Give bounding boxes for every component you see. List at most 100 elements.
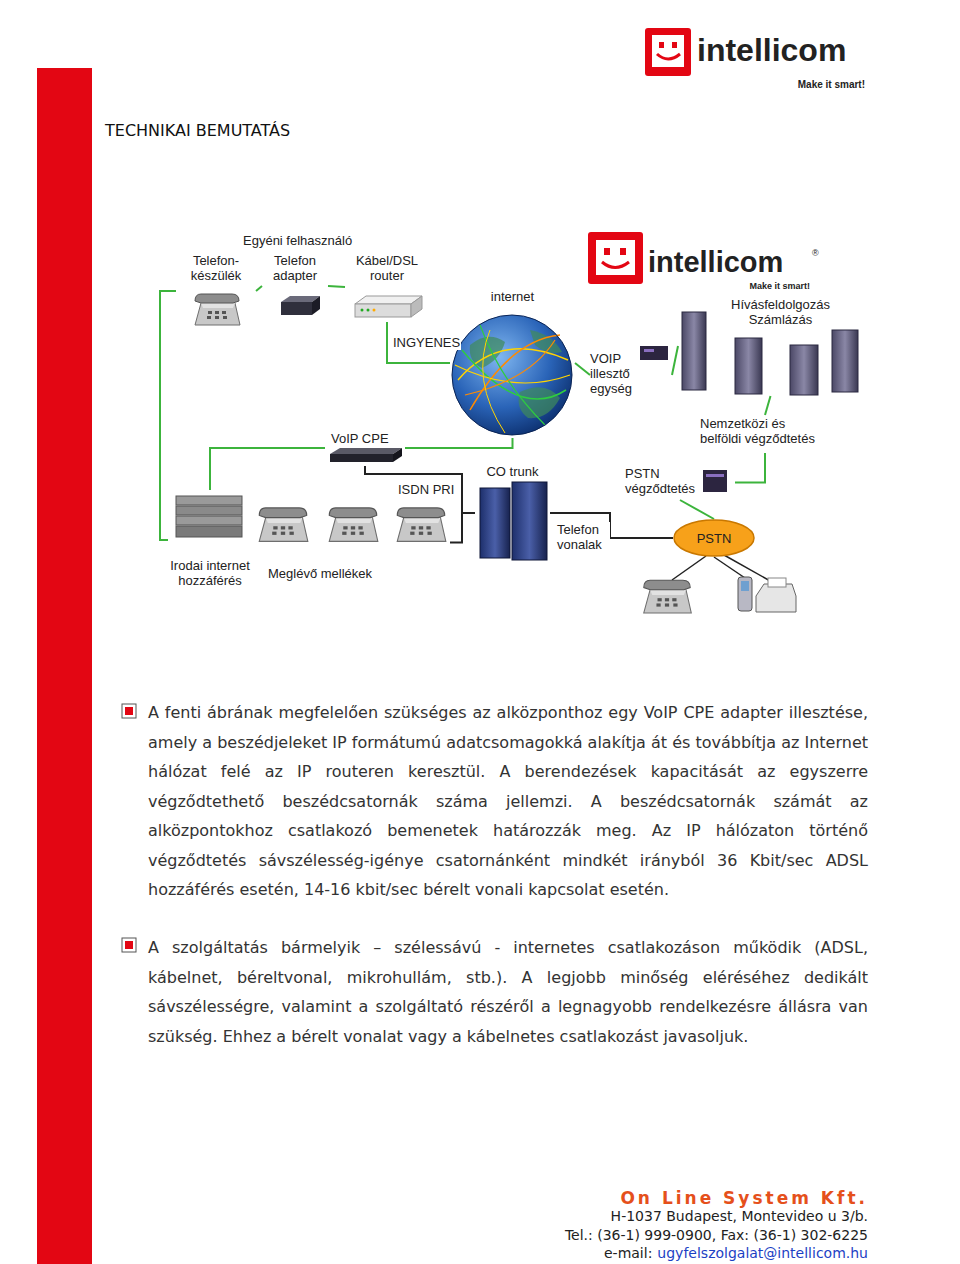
desk-phone-icon: [644, 580, 692, 613]
terminal-node: Nemzetközi és belföldi végződtetés: [700, 415, 830, 453]
connector-line: [256, 286, 262, 291]
internet-globe: [480, 325, 545, 425]
contact-line: Tel.: (36-1) 999-0900, Fax: (36-1) 302-6…: [565, 1227, 868, 1243]
node-label: Hívásfeldolgozás Számlázás: [698, 297, 863, 327]
internet-node: internet: [450, 288, 575, 438]
node-label: VOIP illesztő egység: [590, 351, 640, 396]
mobile-phone-icon: [738, 577, 752, 611]
device-node: Telefon adapter: [262, 252, 328, 320]
internet-globe: [452, 315, 572, 435]
router-icon: [355, 296, 422, 317]
node-label: CO trunk: [486, 464, 538, 479]
router-icon: [361, 309, 364, 312]
router-icon: [373, 309, 376, 312]
contact-line: e-mail:: [604, 1245, 652, 1261]
bullet-icon: [125, 941, 133, 949]
pstn-device-wire: [672, 555, 772, 582]
logo-icon: [645, 28, 691, 76]
device-node: PSTN végződtetés: [625, 465, 735, 500]
node-label: Nemzetközi és belföldi végződtetés: [700, 416, 830, 446]
office-rack-icon: [176, 496, 242, 505]
internet-globe: [470, 335, 560, 410]
office-rack-icon: [176, 496, 242, 537]
connector-line: [160, 291, 176, 540]
voip-cpe-icon: [330, 448, 402, 454]
internet-globe: [465, 340, 555, 395]
logo-icon: [645, 28, 691, 76]
office-rack-icon: [176, 526, 242, 537]
fax-icon: [756, 578, 796, 612]
page-title: TECHNIKAI BEMUTATÁS: [105, 121, 290, 140]
connector-line: [365, 466, 475, 513]
bullet-icon: [122, 704, 136, 952]
office-rack-icon: [176, 516, 242, 525]
office-rack-icon: [176, 506, 242, 515]
logo-icon: [657, 54, 680, 59]
pstn-ellipse: PSTN: [673, 519, 755, 557]
internet-globe: [452, 315, 572, 435]
connector-line: [765, 396, 771, 415]
logo-icon: [620, 248, 626, 255]
node-label: internet: [491, 289, 534, 304]
desk-phone-icon: [644, 580, 692, 613]
company-name: On Line System Kft.: [620, 1188, 868, 1208]
node-label: Telefon-készülék: [176, 253, 256, 283]
logo-text: intellicom: [697, 32, 846, 69]
logo-icon: [672, 42, 677, 48]
edge-label: Telefon vonalak: [556, 522, 610, 552]
device-node: Irodai internet hozzáférés: [168, 490, 252, 590]
node-label: PSTN: [697, 531, 732, 546]
connector-line: [405, 438, 513, 448]
device-node: Meglévő mellékek: [250, 500, 450, 585]
node-label: Meglévő mellékek: [268, 566, 372, 581]
adapter-icon: [281, 302, 312, 315]
logo-text: intellicom: [648, 246, 783, 279]
voip-cpe-icon: [330, 454, 393, 462]
connector-line: [672, 346, 678, 375]
address-line: H-1037 Budapest, Montevideo u 3/b.: [611, 1208, 868, 1224]
router-icon: [355, 304, 411, 317]
router-icon: [411, 296, 422, 317]
extension-phone: [329, 508, 378, 541]
logo-mark: ®: [812, 248, 819, 258]
server-node: Hívásfeldolgozás Számlázás: [678, 296, 863, 396]
connector-line: [680, 500, 714, 519]
bullet-icon: [122, 938, 136, 952]
logo-icon: [604, 248, 610, 255]
pbx-cabinet: [480, 482, 547, 560]
pbx-cabinet: [480, 488, 510, 558]
server-tower: [832, 330, 858, 392]
node-label: Irodai internet hozzáférés: [168, 558, 252, 588]
voip-unit-icon: [640, 346, 668, 360]
telephone-icon: [195, 294, 240, 325]
logo-slogan: Make it smart!: [749, 281, 810, 291]
group-label: Egyéni felhasználó: [243, 233, 352, 248]
pstn-device-wire: [672, 556, 706, 580]
logo-icon: [588, 232, 643, 284]
connector-line: [575, 363, 590, 375]
logo-icon: [588, 232, 643, 284]
internet-globe: [455, 365, 570, 383]
body-paragraph: A szolgáltatás bármelyik – szélessávú - …: [148, 933, 868, 1051]
node-label: Kábel/DSL router: [345, 253, 429, 283]
voip-unit-icon: [640, 346, 668, 360]
node-label: Telefon adapter: [262, 253, 328, 283]
pstn-terminal-icon: [706, 474, 724, 477]
logo-icon: [659, 42, 664, 48]
node-label: PSTN végződtetés: [625, 466, 699, 496]
internet-globe: [452, 315, 572, 435]
logo-icon: [596, 240, 635, 275]
bullet-icon: [122, 704, 136, 718]
logo-icon: [602, 262, 629, 268]
adapter-icon: [281, 296, 320, 315]
edge-label: INGYENES: [392, 335, 461, 350]
voip-cpe-icon: [393, 448, 402, 462]
router-icon: [367, 309, 370, 312]
link-label: ISDN PRI: [398, 482, 454, 497]
pstn-outline: [674, 520, 754, 556]
connector-line: [328, 286, 345, 287]
server-tower: [735, 338, 762, 394]
pbx-node: CO trunk: [475, 463, 550, 563]
